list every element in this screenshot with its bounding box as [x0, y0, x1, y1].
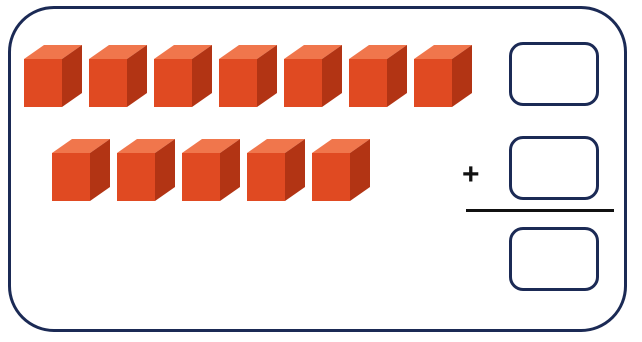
cube-icon [219, 45, 277, 107]
cube-icon [182, 139, 240, 201]
cube-icon [414, 45, 472, 107]
answer-box-first-addend[interactable] [509, 42, 599, 106]
cube-icon [89, 45, 147, 107]
cube-icon [284, 45, 342, 107]
cube-icon [117, 139, 175, 201]
sum-line [466, 209, 614, 212]
cube-group-bottom [50, 137, 372, 203]
cube-icon [52, 139, 110, 201]
cube-icon [247, 139, 305, 201]
answer-box-sum[interactable] [509, 227, 599, 291]
plus-operator: + [462, 158, 480, 191]
cube-group-top [22, 43, 474, 109]
answer-box-second-addend[interactable] [509, 136, 599, 200]
cube-icon [154, 45, 212, 107]
cube-icon [312, 139, 370, 201]
cube-icon [349, 45, 407, 107]
cube-icon [24, 45, 82, 107]
